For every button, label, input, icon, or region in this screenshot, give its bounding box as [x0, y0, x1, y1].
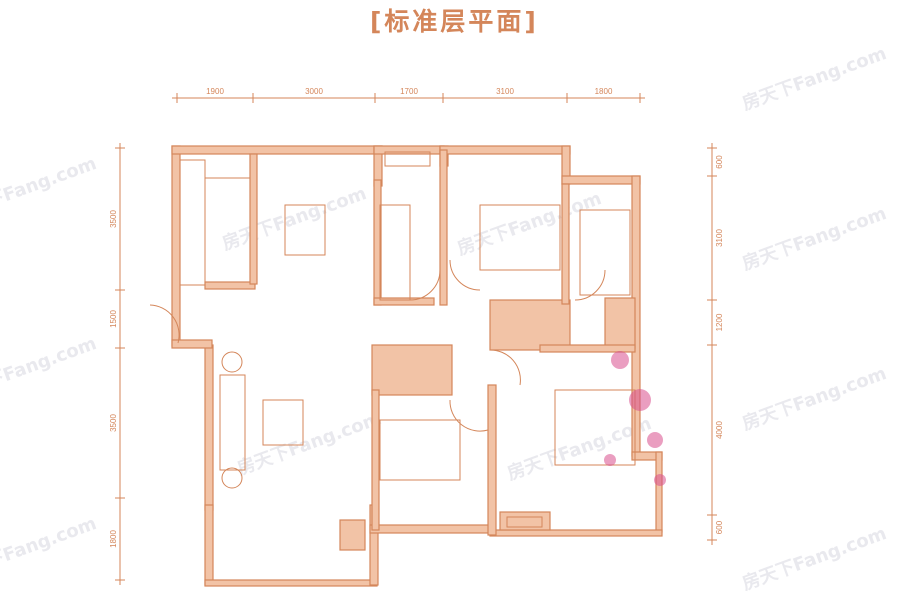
watermark: 房天下Fang.com	[454, 187, 604, 260]
watermark: 房天下Fang.com	[0, 512, 99, 585]
dim-label: 3100	[715, 229, 724, 247]
watermarks: 房天下Fang.com 房天下Fang.com 房天下Fang.com 房天下Fang…	[0, 42, 889, 595]
watermark: 房天下Fang.com	[739, 202, 889, 275]
dim-label: 4000	[715, 421, 724, 439]
walls	[171, 145, 663, 587]
dim-label: 600	[715, 155, 724, 169]
plan-title: [标准层平面]	[370, 7, 539, 36]
dim-label: 1700	[400, 87, 418, 96]
watermark: 房天下Fang.com	[234, 407, 384, 480]
dim-label: 1500	[109, 310, 118, 328]
dim-label: 1800	[595, 87, 613, 96]
watermark: 房天下Fang.com	[739, 522, 889, 595]
dim-label: 1900	[206, 87, 224, 96]
dimension-lines: 1900 3000 1700 3100 1800 3500 1500 3500 1800 600 3…	[109, 87, 724, 585]
dim-label: 3000	[305, 87, 323, 96]
dim-label: 3100	[496, 87, 514, 96]
watermark: 房天下Fang.com	[739, 42, 889, 115]
dim-label: 3500	[109, 210, 118, 228]
flower-decoration	[604, 351, 666, 486]
dim-label: 600	[715, 520, 724, 534]
dim-label: 1800	[109, 530, 118, 548]
watermark: 房天下Fang.com	[0, 152, 99, 225]
dim-label: 1200	[715, 313, 724, 331]
watermark: 房天下Fang.com	[739, 362, 889, 435]
watermark: 房天下Fang.com	[219, 182, 369, 255]
watermark: 房天下Fang.com	[0, 332, 99, 405]
furniture	[149, 151, 636, 528]
dim-label: 3500	[109, 414, 118, 432]
